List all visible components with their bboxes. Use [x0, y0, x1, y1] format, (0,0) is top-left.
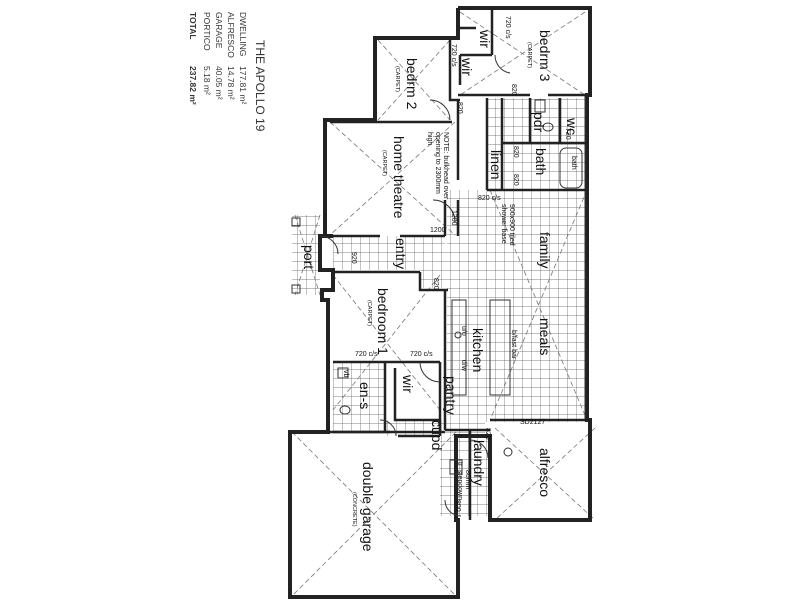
door-swing-bedrm2	[429, 99, 451, 121]
fixtures	[291, 99, 583, 475]
area-value-garage: 40.05 m²	[214, 66, 224, 100]
toilet-icon	[542, 122, 554, 132]
note-sliding-door: SD2127	[520, 419, 545, 426]
ensuite-basin-icon	[337, 367, 349, 379]
kitchen-bench	[451, 299, 467, 396]
note-bulkhead-line1: NOTE: bulkhead over	[442, 132, 449, 200]
sink-icon	[454, 331, 462, 339]
door-swing-laundry	[469, 439, 489, 459]
room-label-alfresco: alfresco	[537, 448, 553, 497]
area-label-dwelling: DWELLING	[238, 12, 248, 56]
room-label-pantry: pantry	[443, 376, 459, 415]
room-label-wir-bedrm2: wir	[459, 57, 475, 76]
room-label-linen: linen	[488, 150, 504, 180]
door-swing-bedrm3	[494, 54, 511, 74]
note-vanity-basin: vb	[342, 370, 349, 378]
room-sub-bedrm2: (CARPET)	[394, 66, 400, 92]
area-label-total: TOTAL	[188, 12, 198, 40]
area-label-portico: PORTICO	[202, 12, 212, 51]
dim-1200-opening: 1200	[430, 227, 446, 234]
note-bulkhead-line3: high	[426, 132, 433, 145]
portico-post-icon-2	[291, 217, 301, 227]
area-label-alfresco: ALFRESCO	[226, 12, 236, 58]
downlight-icon	[503, 447, 513, 457]
room-label-wir-bedroom1: wir	[400, 374, 416, 393]
dim-820-bath: 820	[512, 146, 519, 158]
area-label-garage: GARAGE	[214, 12, 224, 49]
dim-800-garage: 800	[454, 500, 461, 512]
door-swing-garage	[444, 499, 462, 517]
room-label-home-theatre: home theatre	[391, 136, 407, 219]
area-schedule: DWELLING 177.81 m² ALFRESCO 14.78 m² GAR…	[188, 12, 248, 105]
dim-720-wir-bedroom1: 720 c/s	[410, 351, 433, 358]
room-label-family: family	[537, 232, 553, 269]
door-swing-ensuite	[379, 419, 397, 437]
room-label-meals: meals	[537, 318, 553, 355]
room-label-bedroom1: bedroom 1	[375, 288, 391, 355]
room-label-laundry: laundry	[471, 440, 487, 486]
room-labels: bedrm 3 (CARPET) bedrm 2 (CARPET) home t…	[301, 29, 580, 552]
door-swings	[319, 54, 511, 517]
door-swing-bedroom1	[419, 361, 441, 383]
note-shower-line1: 900x900 tiled	[508, 204, 515, 246]
dim-820-hall: 820 c/s	[478, 195, 501, 202]
room-label-kitchen: kitchen	[470, 328, 486, 372]
note-dishwasher: d/w	[460, 360, 467, 372]
room-label-bath: bath	[533, 148, 549, 175]
title-block: THE APOLLO 19 DWELLING 177.81 m² ALFRESC…	[188, 12, 267, 132]
kitchen-island	[489, 299, 511, 396]
room-label-wc: wc	[564, 117, 580, 135]
portico-post-icon	[291, 284, 301, 294]
room-sub-double-garage: (CONCRETE)	[351, 492, 357, 527]
plan-title: THE APOLLO 19	[253, 40, 267, 132]
dim-1200-theatre: 1200	[450, 210, 457, 226]
room-label-bedrm2: bedrm 2	[404, 58, 420, 110]
area-value-alfresco: 14.78 m²	[226, 66, 236, 100]
laundry-trough-icon	[449, 459, 463, 475]
door-swing-entry	[319, 235, 339, 255]
dimensions: 720 c/s 720 c/s 720 c/s 720 c/s 820 820 …	[350, 16, 571, 512]
dim-820-bedrm2: 820	[456, 102, 463, 114]
note-bath-fixture: bath	[570, 156, 577, 170]
note-shower-line2: shower base	[500, 204, 507, 244]
room-label-ensuite: en-s	[357, 382, 373, 409]
room-label-pdr: pdr	[531, 112, 547, 133]
dim-720-wir-bedrm2: 720 c/s	[450, 44, 457, 67]
room-label-bedrm3: bedrm 3	[537, 30, 553, 82]
bathtub-icon	[559, 147, 583, 189]
note-bulkhead-line2: opening to 2300mm	[434, 132, 441, 194]
note-breakfast-bar: b/fast bar	[510, 330, 517, 360]
dim-720-wc: 720	[564, 128, 571, 140]
room-diagonals	[291, 11, 596, 597]
note-stepdown-line1: 86mm	[464, 470, 471, 490]
room-label-wir-bedrm3: wir	[477, 29, 493, 48]
dim-920-entry: 920	[350, 252, 357, 264]
room-label-entry: entry	[393, 238, 409, 269]
room-label-port: port	[301, 245, 317, 269]
plan-notes: NOTE: bulkhead over opening to 2300mm hi…	[342, 132, 577, 500]
room-sub-bedrm3: (CARPET)	[526, 42, 532, 68]
vanity-basin-icon	[534, 99, 546, 113]
area-value-dwelling: 177.81 m²	[238, 66, 248, 104]
note-trough: tr	[456, 462, 463, 467]
area-value-total: 237.82 m²	[188, 66, 198, 105]
dim-820-laundry: 820	[484, 428, 491, 440]
tiled-floor	[292, 98, 587, 516]
ensuite-toilet-icon	[339, 405, 351, 415]
dim-720-wir-bedrm3: 720 c/s	[504, 16, 511, 39]
note-underbench-oven: u/o	[460, 326, 467, 336]
room-label-cupd: cupd	[429, 420, 445, 450]
area-value-portico: 5.18 m²	[202, 66, 212, 95]
door-swing-theatre	[432, 199, 456, 223]
dim-820-bedrm3: 820	[510, 84, 517, 96]
dim-820-linen: 820	[512, 174, 519, 186]
dim-820-entry: 820	[432, 278, 439, 290]
room-sub-bedroom1: (CARPET)	[366, 300, 372, 326]
dim-720-ensuite: 720 c/s	[355, 351, 378, 358]
room-sub-home-theatre: (CARPET)	[381, 150, 387, 176]
note-stepdown-line2: stepdown	[456, 470, 463, 500]
room-label-double-garage: double garage	[360, 462, 376, 552]
